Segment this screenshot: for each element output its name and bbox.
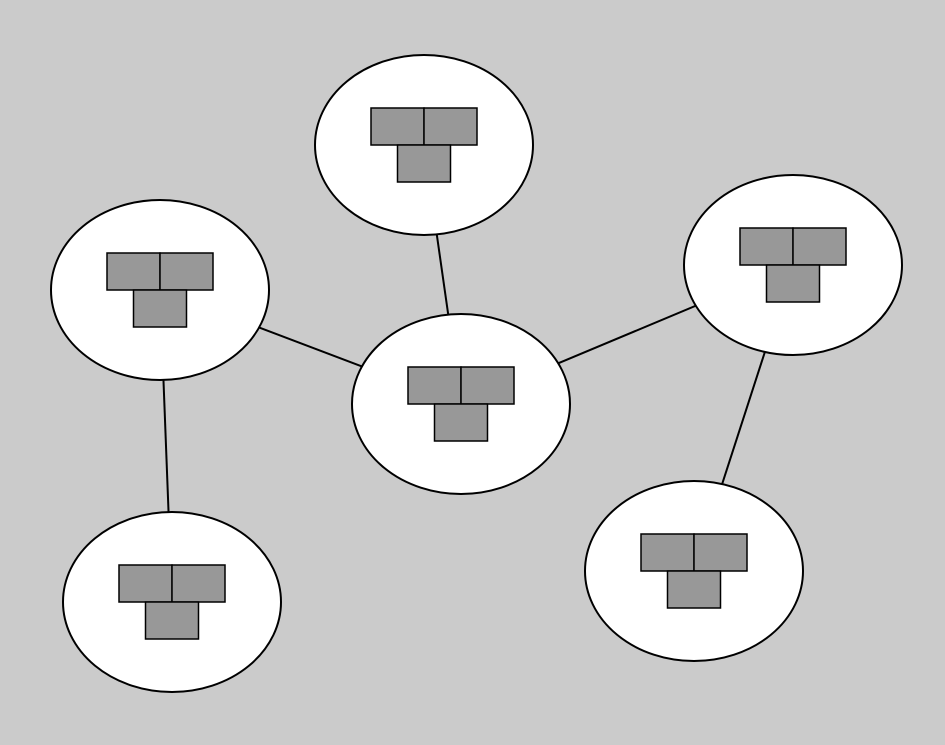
t-shaped-block-cluster-icon (118, 564, 226, 640)
block-top-right (171, 564, 226, 603)
t-shaped-block-cluster-icon (370, 107, 478, 183)
nodes (50, 54, 903, 693)
block-top-right (693, 533, 748, 572)
block-top-left (106, 252, 161, 291)
block-top-left (370, 107, 425, 146)
block-top-left (118, 564, 173, 603)
block-bottom (144, 601, 200, 640)
block-top-left (739, 227, 794, 266)
block-bottom (433, 403, 489, 442)
node-right (683, 174, 903, 356)
node-left (50, 199, 270, 381)
node-center (351, 313, 571, 495)
node-top (314, 54, 534, 236)
t-shaped-block-cluster-icon (640, 533, 748, 609)
t-shaped-block-cluster-icon (739, 227, 847, 303)
block-bottom (765, 264, 821, 303)
block-bottom (132, 289, 188, 328)
block-top-left (407, 366, 462, 405)
t-shaped-block-cluster-icon (106, 252, 214, 328)
t-shaped-block-cluster-icon (407, 366, 515, 442)
block-bottom (396, 144, 452, 183)
block-top-right (423, 107, 478, 146)
node-bottom-left (62, 511, 282, 693)
block-top-right (792, 227, 847, 266)
block-top-right (460, 366, 515, 405)
block-top-left (640, 533, 695, 572)
node-bottom-right (584, 480, 804, 662)
block-top-right (159, 252, 214, 291)
block-bottom (666, 570, 722, 609)
